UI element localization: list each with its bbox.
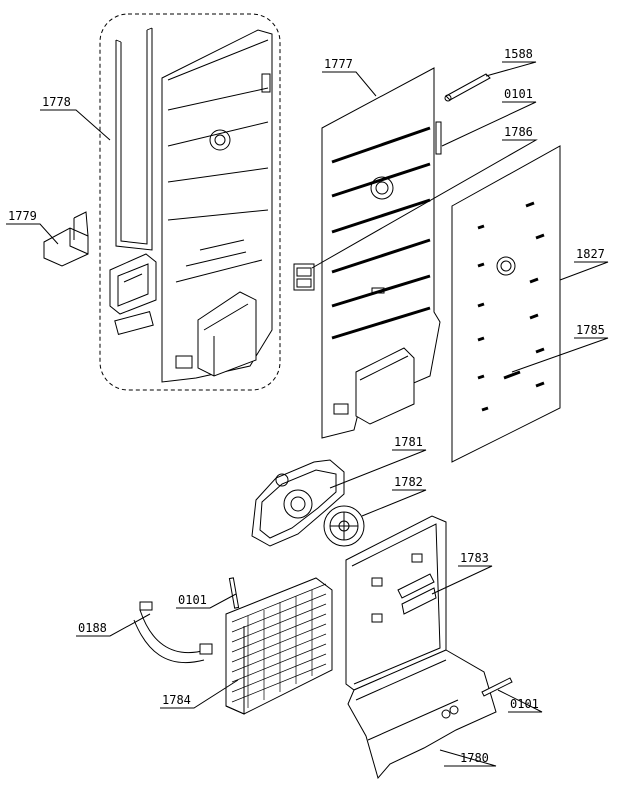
label-1827: 1827: [576, 247, 605, 261]
label-0101-upper: 0101: [504, 87, 533, 101]
lower-bracket: [109, 253, 157, 336]
probe-0101-upper: [435, 121, 442, 155]
sensor-1588: [444, 73, 491, 102]
evaporator-1784: [225, 577, 333, 715]
evaporator-cover-1777: [321, 67, 441, 439]
label-0101-middle: 0101: [178, 593, 207, 607]
label-1780: 1780: [460, 751, 489, 765]
label-plate-1786: [293, 263, 315, 291]
leader-lines: [6, 61, 609, 767]
label-1785: 1785: [576, 323, 605, 337]
label-0101-lower: 0101: [510, 697, 539, 711]
rear-panel-slots: [477, 201, 545, 412]
label-1778: 1778: [42, 95, 71, 109]
label-1783: 1783: [460, 551, 489, 565]
probe-0101-lower: [481, 677, 513, 697]
label-1588: 1588: [504, 47, 533, 61]
label-1779: 1779: [8, 209, 37, 223]
label-0188: 0188: [78, 621, 107, 635]
label-1786: 1786: [504, 125, 533, 139]
lower-cover-1780: [347, 649, 497, 780]
fan-1782: [323, 505, 365, 547]
fan-housing-1781: [251, 459, 345, 547]
gasket-strip: [115, 27, 153, 251]
label-1777: 1777: [324, 57, 353, 71]
probe-0101-middle: [228, 577, 240, 609]
clip-1779: [43, 211, 89, 267]
rear-panel-1827: [451, 145, 561, 463]
label-1782: 1782: [394, 475, 423, 489]
label-1784: 1784: [162, 693, 191, 707]
rear-cover-panel: [161, 29, 273, 383]
wire-harness-0188: [133, 601, 213, 664]
label-1781: 1781: [394, 435, 423, 449]
evaporator-fins: [231, 583, 327, 708]
